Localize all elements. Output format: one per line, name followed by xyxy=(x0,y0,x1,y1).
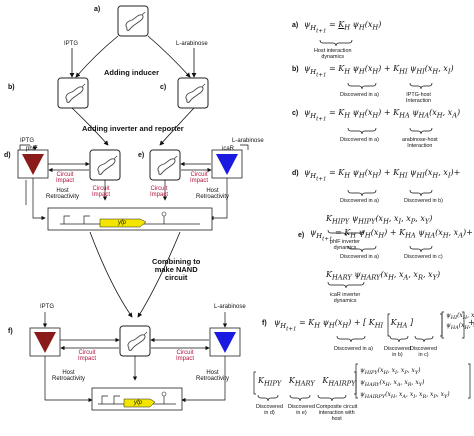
arabinose-c: L-arabinose xyxy=(176,41,208,47)
combining-label: Combining to make NAND circuit xyxy=(152,257,201,282)
iptg-b: IPTG xyxy=(64,41,79,47)
label-a: a) xyxy=(94,6,101,13)
label-f: f) xyxy=(8,328,13,335)
cell-c xyxy=(177,77,209,109)
eq-d1: ψHt+1 = KH ψH(xH) + KHI ψHI(xH, xI)+ xyxy=(304,168,461,182)
eq-f2: KHIPY KHARY KHAIRPY xyxy=(258,376,356,388)
circuit-impact-e1: Circuit Impact xyxy=(190,172,209,184)
label-c: c) xyxy=(160,84,167,91)
note-b2: IPTG-host Interaction xyxy=(406,92,432,104)
circuit-impact-d2: Circuit Impact xyxy=(92,186,111,198)
eq-tag-c: c) xyxy=(292,110,299,117)
note-f5: Discovered in e) xyxy=(288,404,315,416)
note-f2: Discovered in b) xyxy=(384,346,411,358)
arabinose-e: L-arabinose xyxy=(232,138,264,144)
arabinose-f: L-arabinose xyxy=(214,304,246,310)
eq-tag-f: f) xyxy=(262,320,267,327)
icar-label: icaR xyxy=(222,146,235,152)
arrow-a-c xyxy=(147,35,191,78)
eq-f1: ψHt+1 = KH ψH(xH) + [ KHI KHA ] xyxy=(274,318,414,332)
eq-d2: KHIPY ψHIPY(xH, xI, xP, xY) xyxy=(326,214,433,226)
host-retro-f2: Host Retroactivity xyxy=(196,370,230,382)
circuit-impact-f2: Circuit Impact xyxy=(176,350,195,362)
label-e: e) xyxy=(138,152,145,159)
yfp-label-top: yfp xyxy=(118,220,127,226)
eq-f2-vec: ψHIPY(xH, xI, xP, xY)ψHARY(xH, xA, xR, x… xyxy=(360,367,450,401)
label-b: b) xyxy=(8,84,15,91)
host-retro-f1: Host Retroactivity xyxy=(52,370,86,382)
cell-b xyxy=(57,77,89,109)
note-a: Host interaction dynamics xyxy=(314,48,352,60)
eq-a: ψHt+1 = KH ψH(xH) xyxy=(304,20,382,34)
eq-b: ψHt+1 = KH ψH(xH) + KHI ψHI(xH, xI) xyxy=(304,64,454,78)
cell-a xyxy=(117,5,149,37)
adding-inducer: Adding inducer xyxy=(104,68,159,77)
host-retro-e: Host Retroactivity xyxy=(196,188,230,200)
eq-c: ψHt+1 = KH ψH(xH) + KHA ψHA(xH, xA) xyxy=(304,108,461,122)
circuit-impact-e2: Circuit Impact xyxy=(150,186,169,198)
note-c2: arabinose-host Interaction xyxy=(402,137,438,149)
host-retro-d: Host Retroactivity xyxy=(46,188,80,200)
note-e2: Discovered in c) xyxy=(404,254,443,260)
note-f1: Discovered in a) xyxy=(334,346,373,352)
note-e3: icaR inverter dynamics xyxy=(330,292,361,304)
note-e1: Discovered in a) xyxy=(340,254,379,260)
eq-f1-vec: ψHI(xH, xI)ψHA(xH, xA) xyxy=(446,312,474,332)
iptg-d: IPTG xyxy=(20,138,35,144)
panel-d xyxy=(17,144,121,221)
note-d3: phlF inverter dynamics xyxy=(330,239,360,251)
note-f6: Composite circuit interaction with host xyxy=(316,404,358,422)
note-d1: Discovered in a) xyxy=(340,198,379,204)
yfp-label-f: yfp xyxy=(134,400,143,406)
note-b1: Discovered in a) xyxy=(340,92,379,98)
underbraces xyxy=(257,39,434,402)
note-f3: Discovered in c) xyxy=(410,346,437,358)
eq-tag-d: d) xyxy=(292,170,299,177)
panel-f xyxy=(29,312,241,411)
note-c1: Discovered in a) xyxy=(340,137,379,143)
eq-tag-e: e) xyxy=(298,232,305,239)
note-d2: Discovered in b) xyxy=(404,198,443,204)
circuit-impact-d1: Circuit Impact xyxy=(56,172,75,184)
adding-inverter: Adding inverter and reporter xyxy=(82,124,184,133)
iptg-f: IPTG xyxy=(40,304,55,310)
eq-e2: KHARY ψHARY(xH, xA, xR, xY) xyxy=(326,270,441,282)
eq-tag-a: a) xyxy=(292,22,299,29)
circuit-impact-f1: Circuit Impact xyxy=(78,350,97,362)
eq-tag-b: b) xyxy=(292,66,299,73)
panel-e xyxy=(149,144,249,221)
arrow-a-b xyxy=(75,35,119,78)
phlf-label: phlF xyxy=(26,146,38,152)
eq-e1: ψHt+1 = KH ψH(xH) + KHA ψHA(xH, xA)+ xyxy=(310,228,473,242)
note-f4: Discovered in d) xyxy=(256,404,283,416)
label-d: d) xyxy=(4,152,11,159)
reporter-top xyxy=(47,207,213,231)
